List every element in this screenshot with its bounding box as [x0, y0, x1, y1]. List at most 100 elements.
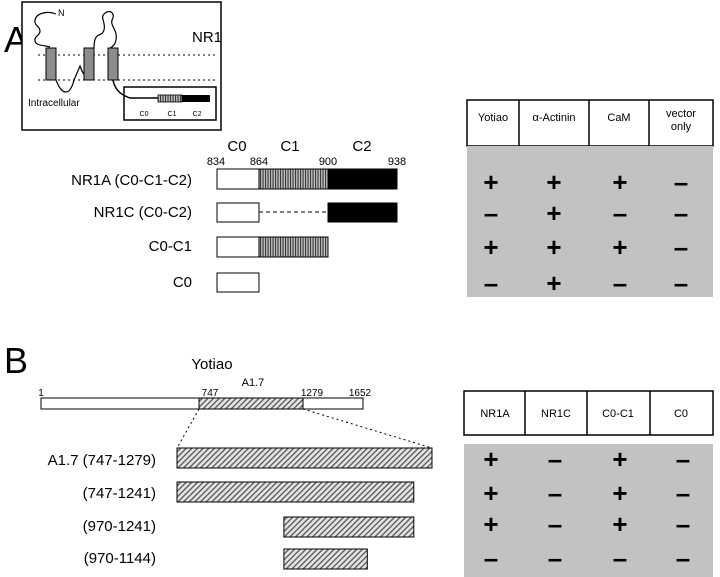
a17-region — [198, 397, 304, 410]
table-b-cell-r2-c4: – — [676, 478, 690, 508]
yotiao-construct-label-3: (970-1241) — [83, 518, 156, 535]
table-a-cell-r4-c2: + — [546, 268, 561, 298]
yotiao-position-1: 1 — [38, 388, 44, 399]
table-a-cell-r4-c3: – — [613, 268, 627, 298]
yotiao-construct-bars — [176, 447, 433, 570]
construct-nr1a — [216, 168, 398, 190]
n-terminus-label: N — [58, 8, 65, 18]
c0-c0-segment — [216, 272, 260, 293]
construct-c0-c1 — [216, 236, 329, 258]
table-a-cell-r2-c1: – — [484, 198, 498, 228]
table-b-cell-r3-c4: – — [676, 509, 690, 539]
construct-label-c0: C0 — [173, 274, 192, 291]
nr1a-c1-segment — [258, 168, 329, 190]
inset-label-c0: C0 — [140, 111, 149, 118]
construct-label-c0-c1: C0-C1 — [149, 238, 192, 255]
yotiao-title: Yotiao — [191, 356, 232, 373]
inset-label-c2: C2 — [193, 111, 202, 118]
construct-label-nr1a: NR1A (C0-C1-C2) — [71, 172, 192, 189]
table-b-cell-r2-c1: + — [483, 478, 498, 508]
table-a-cell-r1-c3: + — [612, 167, 627, 197]
table-b-cell-r4-c3: – — [613, 543, 627, 573]
yotiao-construct-bar-4 — [283, 548, 368, 570]
table-b-cell-r4-c4: – — [676, 543, 690, 573]
c-terminal-inset-box — [123, 86, 217, 121]
table-b-cell-r1-c1: + — [483, 444, 498, 474]
table-a-cell-r3-c2: + — [546, 232, 561, 262]
segment-header-c1: C1 — [280, 138, 299, 155]
c-terminal-tail — [112, 79, 158, 99]
inset-label-c1: C1 — [168, 111, 177, 118]
position-834: 834 — [207, 156, 225, 168]
table-b-cell-r4-c2: – — [548, 543, 562, 573]
binding-table-b: NR1A NR1C C0-C1 C0 +–+–+–+–+–+––––– — [463, 390, 714, 577]
yotiao-position-1652: 1652 — [349, 388, 372, 399]
table-a-results-area — [467, 146, 713, 297]
nr1-topology-diagram: NR1 N Intracellular C0 C1 C2 — [21, 1, 222, 131]
yotiao-construct-label-4: (970-1144) — [84, 550, 156, 567]
table-b-cell-r3-c3: + — [612, 509, 627, 539]
nr1a-c0-segment — [216, 168, 260, 190]
topology-protein-label: NR1 — [192, 29, 222, 46]
position-864: 864 — [250, 156, 268, 168]
table-b-cell-r1-c2: – — [548, 444, 562, 474]
table-a-cell-r3-c4: – — [674, 232, 688, 262]
nr1a-c2-segment — [327, 168, 398, 190]
table-b-header-c0: C0 — [674, 408, 688, 420]
table-a-cell-r3-c3: + — [612, 232, 627, 262]
inset-c2-segment — [182, 95, 210, 102]
construct-label-nr1c: NR1C (C0-C2) — [94, 204, 192, 221]
yotiao-construct-label-1: A1.7 (747-1279) — [48, 452, 156, 469]
table-a-cell-r1-c2: + — [546, 167, 561, 197]
position-900: 900 — [319, 156, 337, 168]
intracellular-label: Intracellular — [28, 98, 80, 109]
zoom-line-right — [302, 408, 433, 449]
table-b-header-row — [463, 390, 714, 436]
table-b-results-area — [464, 444, 713, 577]
segment-header-c2: C2 — [352, 138, 371, 155]
table-a-cell-r2-c3: – — [613, 198, 627, 228]
table-b-header-c0-c1: C0-C1 — [602, 408, 634, 420]
yotiao-full-length-bar — [40, 397, 364, 410]
table-a-header-yotiao: Yotiao — [478, 112, 508, 124]
table-b-cell-r4-c1: – — [484, 543, 498, 573]
inset-c1-segment — [157, 94, 183, 103]
transmembrane-segment-1 — [45, 47, 57, 81]
table-a-header-cam: CaM — [607, 112, 630, 124]
table-a-cells: +++––+––+++––+–– — [483, 167, 688, 298]
table-a-cell-r4-c1: – — [484, 268, 498, 298]
extracellular-loop — [93, 10, 117, 49]
table-b-cell-r2-c3: + — [612, 478, 627, 508]
construct-c0 — [216, 272, 260, 293]
table-a-cell-r4-c4: – — [674, 268, 688, 298]
table-a-cell-r2-c4: – — [674, 198, 688, 228]
yotiao-construct-bar-2 — [176, 481, 415, 503]
table-a-cell-r3-c1: + — [483, 232, 498, 262]
table-b-cell-r1-c3: + — [612, 444, 627, 474]
table-a-header-alpha-actinin: α-Actinin — [532, 112, 575, 124]
table-a-cell-r1-c4: – — [674, 167, 688, 197]
table-b-cell-r2-c2: – — [548, 478, 562, 508]
transmembrane-segment-3 — [107, 47, 119, 81]
table-b-cells: +–+–+–+–+–+––––– — [483, 444, 690, 573]
table-a-cell-r2-c2: + — [546, 198, 561, 228]
yotiao-construct-bar-1 — [176, 447, 433, 469]
zoom-line-left — [176, 408, 200, 449]
c0c1-c1-segment — [258, 236, 329, 258]
construct-nr1c — [216, 202, 398, 223]
table-a-cell-r1-c1: + — [483, 167, 498, 197]
n-terminal-loop — [34, 11, 57, 48]
transmembrane-segment-2 — [83, 47, 95, 81]
yotiao-position-1279: 1279 — [301, 388, 324, 399]
c0c1-c0-segment — [216, 236, 260, 258]
yotiao-construct-label-2: (747-1241) — [83, 485, 156, 502]
a17-fragment-label: A1.7 — [242, 377, 265, 389]
table-b-cell-r1-c4: – — [676, 444, 690, 474]
yotiao-position-747: 747 — [202, 388, 219, 399]
position-938: 938 — [388, 156, 406, 168]
segment-header-c0: C0 — [227, 138, 246, 155]
